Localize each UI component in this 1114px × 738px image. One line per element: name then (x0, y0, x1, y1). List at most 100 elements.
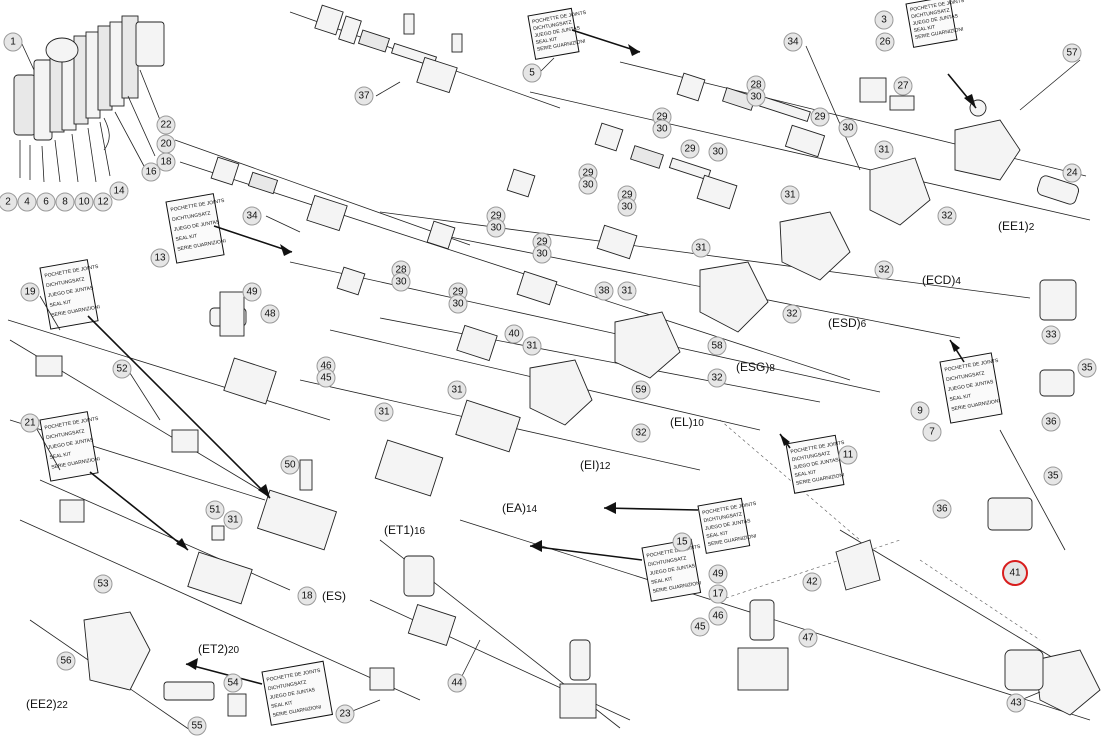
svg-text:SEAL KIT: SEAL KIT (651, 576, 673, 586)
callout-number: 30 (621, 202, 633, 213)
callout: 27 (893, 76, 913, 96)
callout: 51 (205, 500, 225, 520)
callout-number: 31 (378, 407, 390, 418)
callout-number: 29 (452, 287, 464, 298)
callout: 30 (578, 175, 598, 195)
callout-number: 46 (712, 611, 724, 622)
callout-number: 29 (582, 168, 594, 179)
group-label-ee1: (EE1)2 (998, 219, 1035, 233)
callout-number: 40 (508, 329, 520, 340)
callout-number: 24 (1066, 168, 1078, 179)
callout: 31 (447, 380, 467, 400)
callout-number: 14 (113, 186, 125, 197)
callout: 14 (109, 181, 129, 201)
callout-number: 50 (284, 460, 296, 471)
group-label-ecd: (ECD)4 (922, 273, 961, 287)
callout-number: 30 (750, 92, 762, 103)
callout-number: 28 (750, 80, 762, 91)
callout: 31 (522, 336, 542, 356)
callout-number: 36 (936, 504, 948, 515)
callout: 6 (36, 192, 56, 212)
callout-number: 30 (490, 223, 502, 234)
callout: 15 (672, 532, 692, 552)
callout: 32 (874, 260, 894, 280)
callout: 30 (391, 272, 411, 292)
callout-number: 1 (10, 37, 16, 48)
callout: 10 (74, 192, 94, 212)
callout-number: 30 (536, 249, 548, 260)
callout-number: 8 (62, 197, 68, 208)
callout: 13 (150, 248, 170, 268)
callout-number: 30 (582, 180, 594, 191)
callout-number: 55 (191, 721, 203, 732)
callout: 1 (3, 32, 23, 52)
group-labels: (EE1)2 (ECD)4 (ESD)6 (ESG)8 (EL)10 (EI)1… (26, 219, 1035, 711)
callout-number: 29 (490, 211, 502, 222)
callout-number: 48 (264, 309, 276, 320)
callout: 58 (707, 336, 727, 356)
callout-number: 49 (246, 287, 258, 298)
callout: 7 (922, 422, 942, 442)
svg-text:SEAL KIT: SEAL KIT (535, 36, 557, 46)
callout: 30 (532, 244, 552, 264)
callout: 56 (56, 651, 76, 671)
callout-number: 38 (598, 286, 610, 297)
callout: 8 (55, 192, 75, 212)
callout: 18 (297, 586, 317, 606)
callout: 23 (335, 704, 355, 724)
callout: 21 (20, 413, 40, 433)
svg-text:SEAL KIT: SEAL KIT (794, 469, 816, 479)
callout: 3 (874, 10, 894, 30)
callout: 36 (1041, 412, 1061, 432)
callout: 35 (1043, 466, 1063, 486)
callout: 34 (242, 206, 262, 226)
callout-number: 7 (929, 427, 935, 438)
group-label-es: (ES) (322, 589, 346, 603)
callout-number: 26 (879, 37, 891, 48)
valve-bank-assembly (13, 15, 165, 183)
svg-text:SEAL KIT: SEAL KIT (706, 530, 728, 540)
callout: 40 (504, 324, 524, 344)
callout: 26 (875, 32, 895, 52)
callout: 31 (374, 402, 394, 422)
callout: 12 (93, 192, 113, 212)
callout: 49 (242, 282, 262, 302)
callout-number: 57 (1066, 48, 1078, 59)
svg-text:SEAL KIT: SEAL KIT (49, 299, 71, 309)
callout-number: 5 (529, 68, 535, 79)
callout-number: 41 (1009, 568, 1021, 579)
callout: 4 (17, 192, 37, 212)
callout: 35 (1077, 358, 1097, 378)
callout: 50 (280, 455, 300, 475)
callout-number: 45 (320, 373, 332, 384)
svg-text:SEAL KIT: SEAL KIT (949, 393, 971, 403)
callout: 17 (708, 584, 728, 604)
callout: 30 (448, 294, 468, 314)
group-label-esd: (ESD)6 (828, 316, 867, 330)
callout: 42 (802, 572, 822, 592)
callout-number: 32 (878, 265, 890, 276)
callout: 29 (810, 107, 830, 127)
callout-number: 17 (712, 589, 724, 600)
callout: 30 (486, 218, 506, 238)
group-label-esg: (ESG)8 (736, 360, 775, 374)
callout: 32 (782, 304, 802, 324)
callout: 24 (1062, 163, 1082, 183)
callout-number: 34 (246, 211, 258, 222)
callout: 11 (838, 445, 858, 465)
callout: 22 (156, 115, 176, 135)
callout: 53 (93, 574, 113, 594)
callout: 5 (522, 63, 542, 83)
callout-number: 20 (160, 139, 172, 150)
callout-number: 22 (160, 120, 172, 131)
callout: 38 (594, 281, 614, 301)
callout-number: 31 (878, 145, 890, 156)
